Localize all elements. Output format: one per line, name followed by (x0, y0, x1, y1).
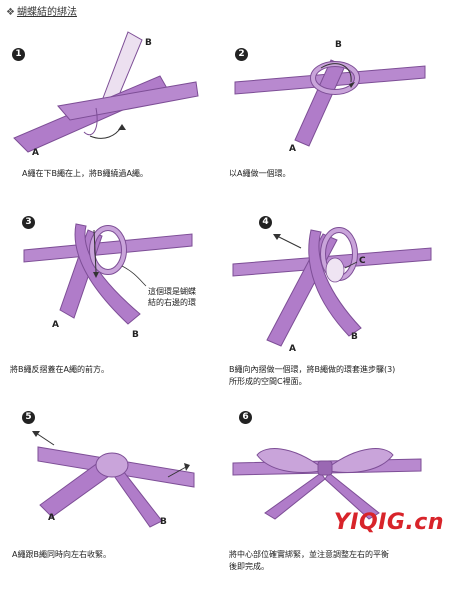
step-6: 6 將中心部位確實綁緊，並注意調整左右的平衡 後即完成。 (225, 405, 450, 595)
watermark-logo: YIQIG.cn (333, 510, 444, 535)
step-caption-line1: B繩向內摺做一個環，將B繩做的環套進步驟(3) (229, 365, 396, 374)
step-6-illustration (232, 448, 422, 520)
step-caption-line2: 後即完成。 (229, 562, 269, 571)
label-b: B (351, 332, 358, 342)
step-caption: A繩在下B繩在上，將B繩繞過A繩。 (22, 169, 148, 178)
step-number: 6 (239, 411, 252, 424)
step-1-illustration (13, 31, 199, 153)
label-b: B (132, 330, 139, 340)
step-caption: 以A繩做一個環。 (229, 169, 291, 178)
step-2-illustration (234, 59, 426, 147)
label-a: A (32, 148, 39, 158)
step-caption-line1: 將中心部位確實綁緊，並注意調整左右的平衡 (229, 550, 389, 559)
step-5: 5 A B A繩跟B繩同時向左右收緊。 (0, 405, 225, 595)
label-a: A (289, 144, 296, 154)
step-number: 5 (22, 411, 35, 424)
step-number: 2 (235, 48, 248, 61)
diamond-icon: ❖ (6, 7, 15, 18)
label-a: A (48, 513, 55, 523)
step-3: 3 這個環是蝴蝶結的右邊的環 A B 將B繩反摺蓋在A繩的前方。 (0, 210, 225, 400)
step-3-illustration (23, 223, 193, 325)
step-caption: 將B繩反摺蓋在A繩的前方。 (10, 365, 109, 374)
step-number: 4 (259, 216, 272, 229)
step-4-illustration (232, 227, 432, 347)
step-caption-line2: 所形成的空間C裡面。 (229, 377, 307, 386)
label-a: A (289, 344, 296, 354)
step-1: 1 B A A繩在下B繩在上，將B繩繞過A繩。 (0, 20, 225, 210)
label-a: A (52, 320, 59, 330)
label-b: B (335, 40, 342, 50)
label-c: C (359, 256, 366, 266)
label-b: B (145, 38, 152, 48)
step-number: 1 (12, 48, 25, 61)
step-number: 3 (22, 216, 35, 229)
step-5-illustration (32, 431, 195, 528)
page-title: ❖蝴蝶結的綁法 (6, 7, 77, 18)
step-2: 2 B A 以A繩做一個環。 (225, 20, 450, 210)
step-4: 4 C A B B繩向內摺做一個環，將B繩做的環套進步驟(3) 所形成的空間C裡… (225, 210, 450, 400)
label-b: B (160, 517, 167, 527)
step-caption: A繩跟B繩同時向左右收緊。 (12, 550, 111, 559)
step-note: 這個環是蝴蝶結的右邊的環 (148, 287, 196, 307)
